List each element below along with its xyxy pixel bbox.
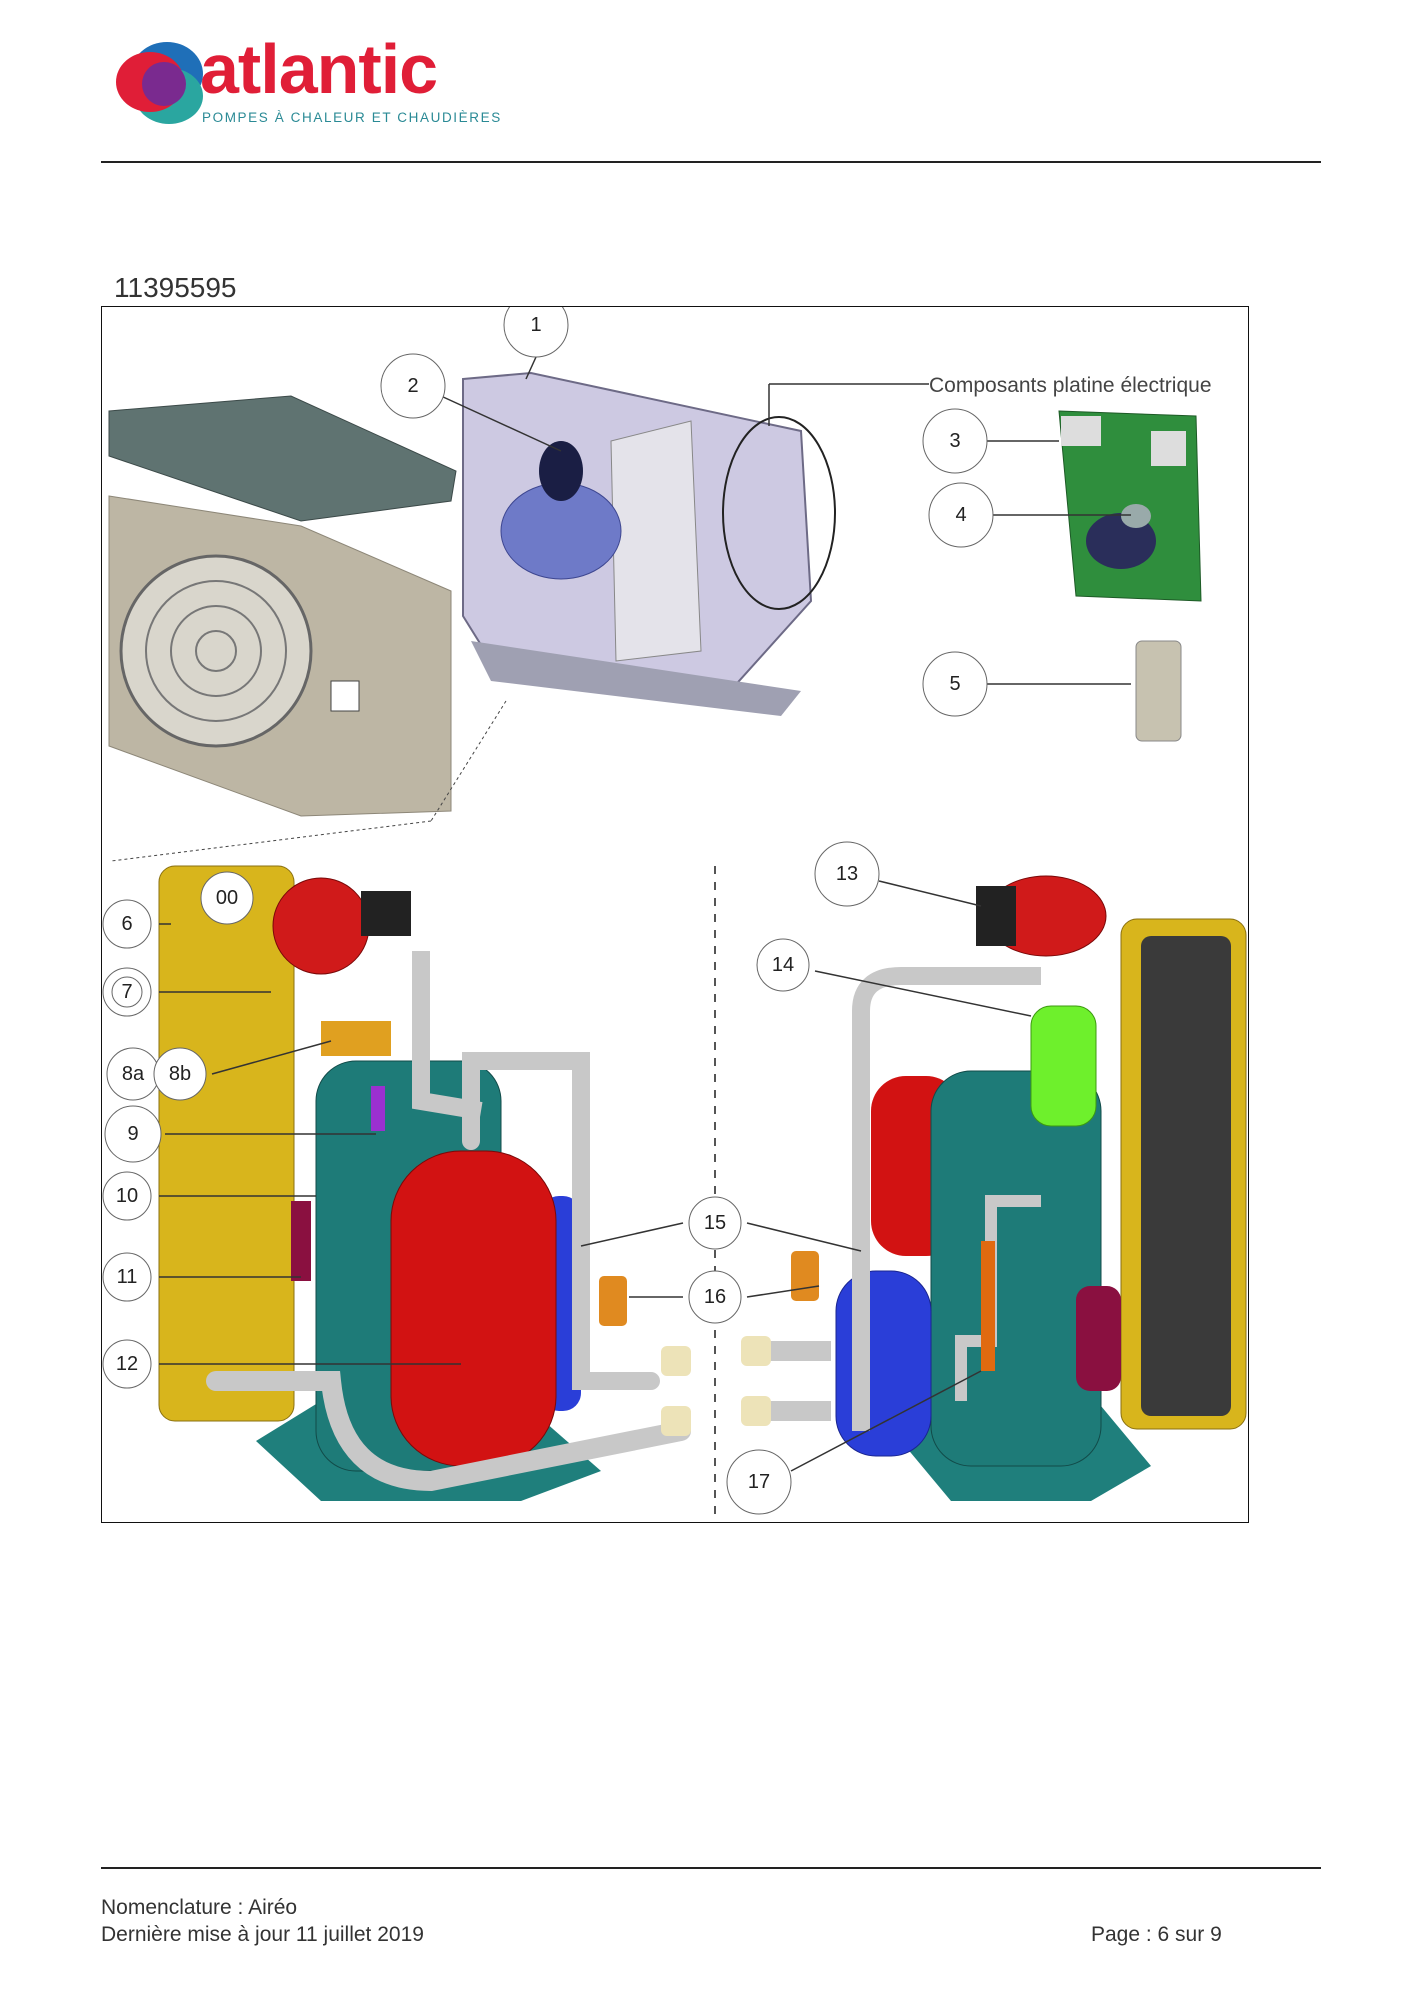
svg-text:00: 00 — [216, 887, 238, 909]
callout-9: 9 — [104, 1105, 162, 1163]
svg-text:2: 2 — [407, 375, 418, 397]
callout-17: 17 — [726, 1449, 792, 1515]
callout-00: 00 — [200, 871, 254, 925]
svg-text:8a: 8a — [122, 1063, 145, 1085]
callout-2: 2 — [380, 353, 446, 419]
callout-1: 1 — [503, 292, 569, 358]
part-reference: 11395595 — [114, 272, 237, 303]
receiver-right — [1076, 1286, 1121, 1391]
logo-mark-icon — [116, 42, 203, 124]
logo-wordmark: atlantic — [200, 30, 438, 108]
fan-grille-icon — [119, 554, 313, 748]
svg-text:14: 14 — [772, 954, 794, 976]
svg-text:10: 10 — [116, 1185, 138, 1207]
callout-5: 5 — [922, 651, 988, 717]
atlantic-logo — [112, 36, 492, 132]
component-label: Composants platine électrique — [929, 374, 1212, 397]
valve-right — [791, 1251, 819, 1301]
callout-4: 4 — [928, 482, 994, 548]
svg-text:13: 13 — [836, 863, 858, 885]
footer-divider — [101, 1867, 1321, 1869]
footer-nomenclature: Nomenclature : Airéo — [101, 1896, 298, 1919]
header-divider — [101, 161, 1321, 163]
electronics-highlight — [722, 416, 836, 610]
callout-11: 11 — [102, 1252, 152, 1302]
diagram-drawing: Composants platine électrique 1 2 3 4 5 … — [102, 292, 1247, 1516]
svg-text:3: 3 — [949, 430, 960, 452]
valve-left — [599, 1276, 627, 1326]
filter-drier — [1030, 1005, 1097, 1127]
expansion-vessel-left — [390, 1150, 557, 1467]
callout-12: 12 — [102, 1339, 152, 1389]
compressor-right — [930, 1070, 1102, 1467]
svg-text:1: 1 — [530, 314, 541, 336]
callout-14: 14 — [756, 938, 810, 992]
exploded-parts-diagram: Composants platine électrique 1 2 3 4 5 … — [101, 292, 1249, 1523]
callout-3: 3 — [922, 408, 988, 474]
callout-16: 16 — [688, 1270, 742, 1324]
plate-exchanger-left — [158, 865, 295, 1422]
svg-text:4: 4 — [955, 504, 966, 526]
svg-text:5: 5 — [949, 673, 960, 695]
callout-6: 6 — [102, 899, 152, 949]
top-cover-panel — [108, 395, 457, 522]
footer-last-updated: Dernière mise à jour 11 juillet 2019 — [101, 1923, 424, 1946]
svg-text:7: 7 — [121, 981, 132, 1003]
svg-text:17: 17 — [748, 1471, 770, 1493]
footer-page-number: Page : 6 sur 9 — [1091, 1923, 1222, 1946]
callout-13: 13 — [814, 841, 880, 907]
callout-8a: 8a — [106, 1047, 160, 1101]
svg-text:11: 11 — [117, 1266, 138, 1288]
callout-10: 10 — [102, 1171, 152, 1221]
svg-text:6: 6 — [121, 913, 132, 935]
callout-7: 7 — [102, 967, 152, 1017]
svg-text:15: 15 — [704, 1212, 726, 1234]
blue-tank-right — [835, 1270, 932, 1457]
svg-text:12: 12 — [116, 1353, 138, 1375]
leader-lines — [159, 356, 1131, 1472]
capacitor — [1135, 640, 1182, 742]
svg-text:9: 9 — [127, 1123, 138, 1145]
logo-tagline: POMPES À CHALEUR ET CHAUDIÈRES — [202, 110, 502, 125]
pump-left — [272, 877, 370, 975]
callout-15: 15 — [688, 1196, 742, 1250]
callout-8b: 8b — [153, 1047, 207, 1101]
svg-text:8b: 8b — [169, 1063, 191, 1085]
svg-text:16: 16 — [704, 1286, 726, 1308]
